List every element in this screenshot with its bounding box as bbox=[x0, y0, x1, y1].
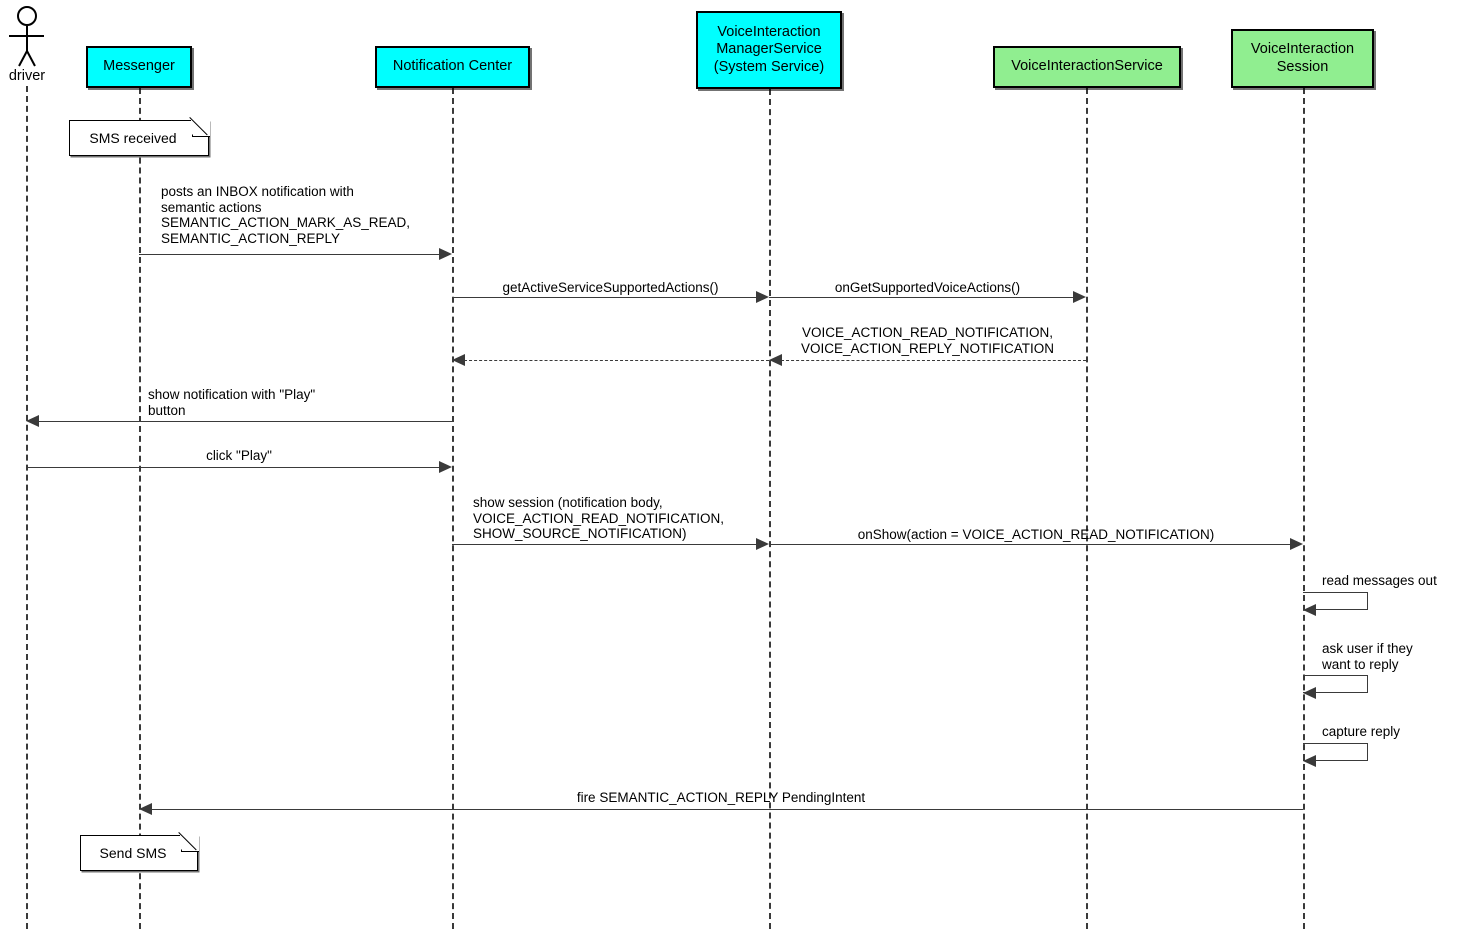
message-arrowhead-on-get-supported-voice-actions bbox=[1073, 291, 1086, 303]
lifeline-voiceinteraction-service bbox=[1086, 88, 1088, 929]
participant-voiceinteraction-session[interactable]: VoiceInteraction Session bbox=[1231, 29, 1374, 88]
message-arrowhead-voice-action-return-vis-to-vims bbox=[769, 354, 782, 366]
message-label-show-session: show session (notification body, VOICE_A… bbox=[473, 495, 725, 542]
actor-body-icon bbox=[26, 26, 28, 52]
selfcall-loop-capture-reply bbox=[1303, 743, 1368, 761]
participant-voiceinteraction-manager-service[interactable]: VoiceInteraction ManagerService (System … bbox=[696, 11, 842, 89]
selfcall-arrowhead-capture-reply bbox=[1303, 755, 1316, 767]
message-label-posts-inbox-notification: posts an INBOX notification with semanti… bbox=[161, 184, 411, 246]
lifeline-voiceinteraction-session bbox=[1303, 88, 1305, 929]
message-arrowhead-show-notification-play-button bbox=[26, 415, 39, 427]
message-line-show-session bbox=[452, 544, 757, 545]
message-line-get-active-service-supported-actions bbox=[452, 297, 757, 298]
message-label-fire-semantic-action-reply: fire SEMANTIC_ACTION_REPLY PendingIntent bbox=[576, 790, 866, 805]
lifeline-messenger bbox=[139, 88, 141, 929]
participant-messenger[interactable]: Messenger bbox=[86, 46, 192, 88]
message-arrowhead-fire-semantic-action-reply bbox=[139, 803, 152, 815]
actor-head-icon bbox=[17, 6, 37, 26]
message-arrowhead-voice-action-return-vims-to-nc bbox=[452, 354, 465, 366]
participant-voiceinteraction-manager-service-label: VoiceInteraction ManagerService (System … bbox=[713, 24, 825, 75]
participant-voiceinteraction-session-label: VoiceInteraction Session bbox=[1250, 41, 1355, 75]
note-sms-received: SMS received bbox=[69, 117, 210, 156]
selfcall-arrowhead-ask-user-if-they-want-to-reply bbox=[1303, 687, 1316, 699]
selfcall-label-read-messages-out: read messages out bbox=[1322, 573, 1437, 588]
lifeline-notification-center bbox=[452, 88, 454, 929]
message-line-voice-action-return-vis-to-vims bbox=[781, 360, 1086, 361]
message-arrowhead-on-show-action bbox=[1290, 538, 1303, 550]
message-line-fire-semantic-action-reply bbox=[151, 809, 1303, 810]
selfcall-label-ask-user-if-they-want-to-reply: ask user if they want to reply bbox=[1322, 641, 1413, 672]
selfcall-loop-ask-user-if-they-want-to-reply bbox=[1303, 675, 1368, 693]
participant-notification-center[interactable]: Notification Center bbox=[375, 46, 530, 88]
actor-label: driver bbox=[8, 68, 46, 84]
message-arrowhead-show-session bbox=[756, 538, 769, 550]
message-arrowhead-get-active-service-supported-actions bbox=[756, 291, 769, 303]
actor-leg-right-icon bbox=[26, 50, 36, 67]
message-line-show-notification-play-button bbox=[38, 421, 452, 422]
message-line-voice-action-return-vims-to-nc bbox=[464, 360, 769, 361]
message-line-posts-inbox-notification bbox=[139, 254, 450, 255]
message-label-get-active-service-supported-actions: getActiveServiceSupportedActions() bbox=[502, 280, 719, 295]
note-fold-icon bbox=[190, 117, 210, 138]
selfcall-loop-read-messages-out bbox=[1303, 592, 1368, 610]
message-line-on-show-action bbox=[769, 544, 1291, 545]
message-label-on-get-supported-voice-actions: onGetSupportedVoiceActions() bbox=[834, 280, 1021, 295]
note-sms-received-label: SMS received bbox=[89, 130, 177, 146]
message-label-show-notification-play-button: show notification with "Play" button bbox=[148, 387, 316, 418]
message-arrowhead-click-play bbox=[439, 461, 452, 473]
selfcall-label-capture-reply: capture reply bbox=[1322, 724, 1401, 739]
message-arrowhead-posts-inbox-notification bbox=[439, 248, 452, 260]
note-send-sms-label: Send SMS bbox=[99, 845, 167, 861]
lifeline-driver bbox=[26, 86, 28, 929]
message-line-click-play bbox=[26, 467, 440, 468]
selfcall-arrowhead-read-messages-out bbox=[1303, 604, 1316, 616]
note-fold-icon-2 bbox=[179, 832, 199, 853]
note-send-sms: Send SMS bbox=[80, 832, 199, 871]
message-label-click-play: click "Play" bbox=[206, 448, 272, 463]
message-label-voice-action-return-values: VOICE_ACTION_READ_NOTIFICATION, VOICE_AC… bbox=[800, 325, 1055, 356]
participant-voiceinteraction-service[interactable]: VoiceInteractionService bbox=[993, 46, 1181, 88]
participant-notification-center-label: Notification Center bbox=[392, 58, 513, 75]
message-label-on-show-action: onShow(action = VOICE_ACTION_READ_NOTIFI… bbox=[857, 527, 1215, 542]
lifeline-voiceinteraction-manager-service bbox=[769, 89, 771, 929]
participant-voiceinteraction-service-label: VoiceInteractionService bbox=[1011, 58, 1163, 75]
message-line-on-get-supported-voice-actions bbox=[769, 297, 1074, 298]
actor-arms-icon bbox=[9, 35, 44, 37]
participant-messenger-label: Messenger bbox=[103, 58, 175, 75]
